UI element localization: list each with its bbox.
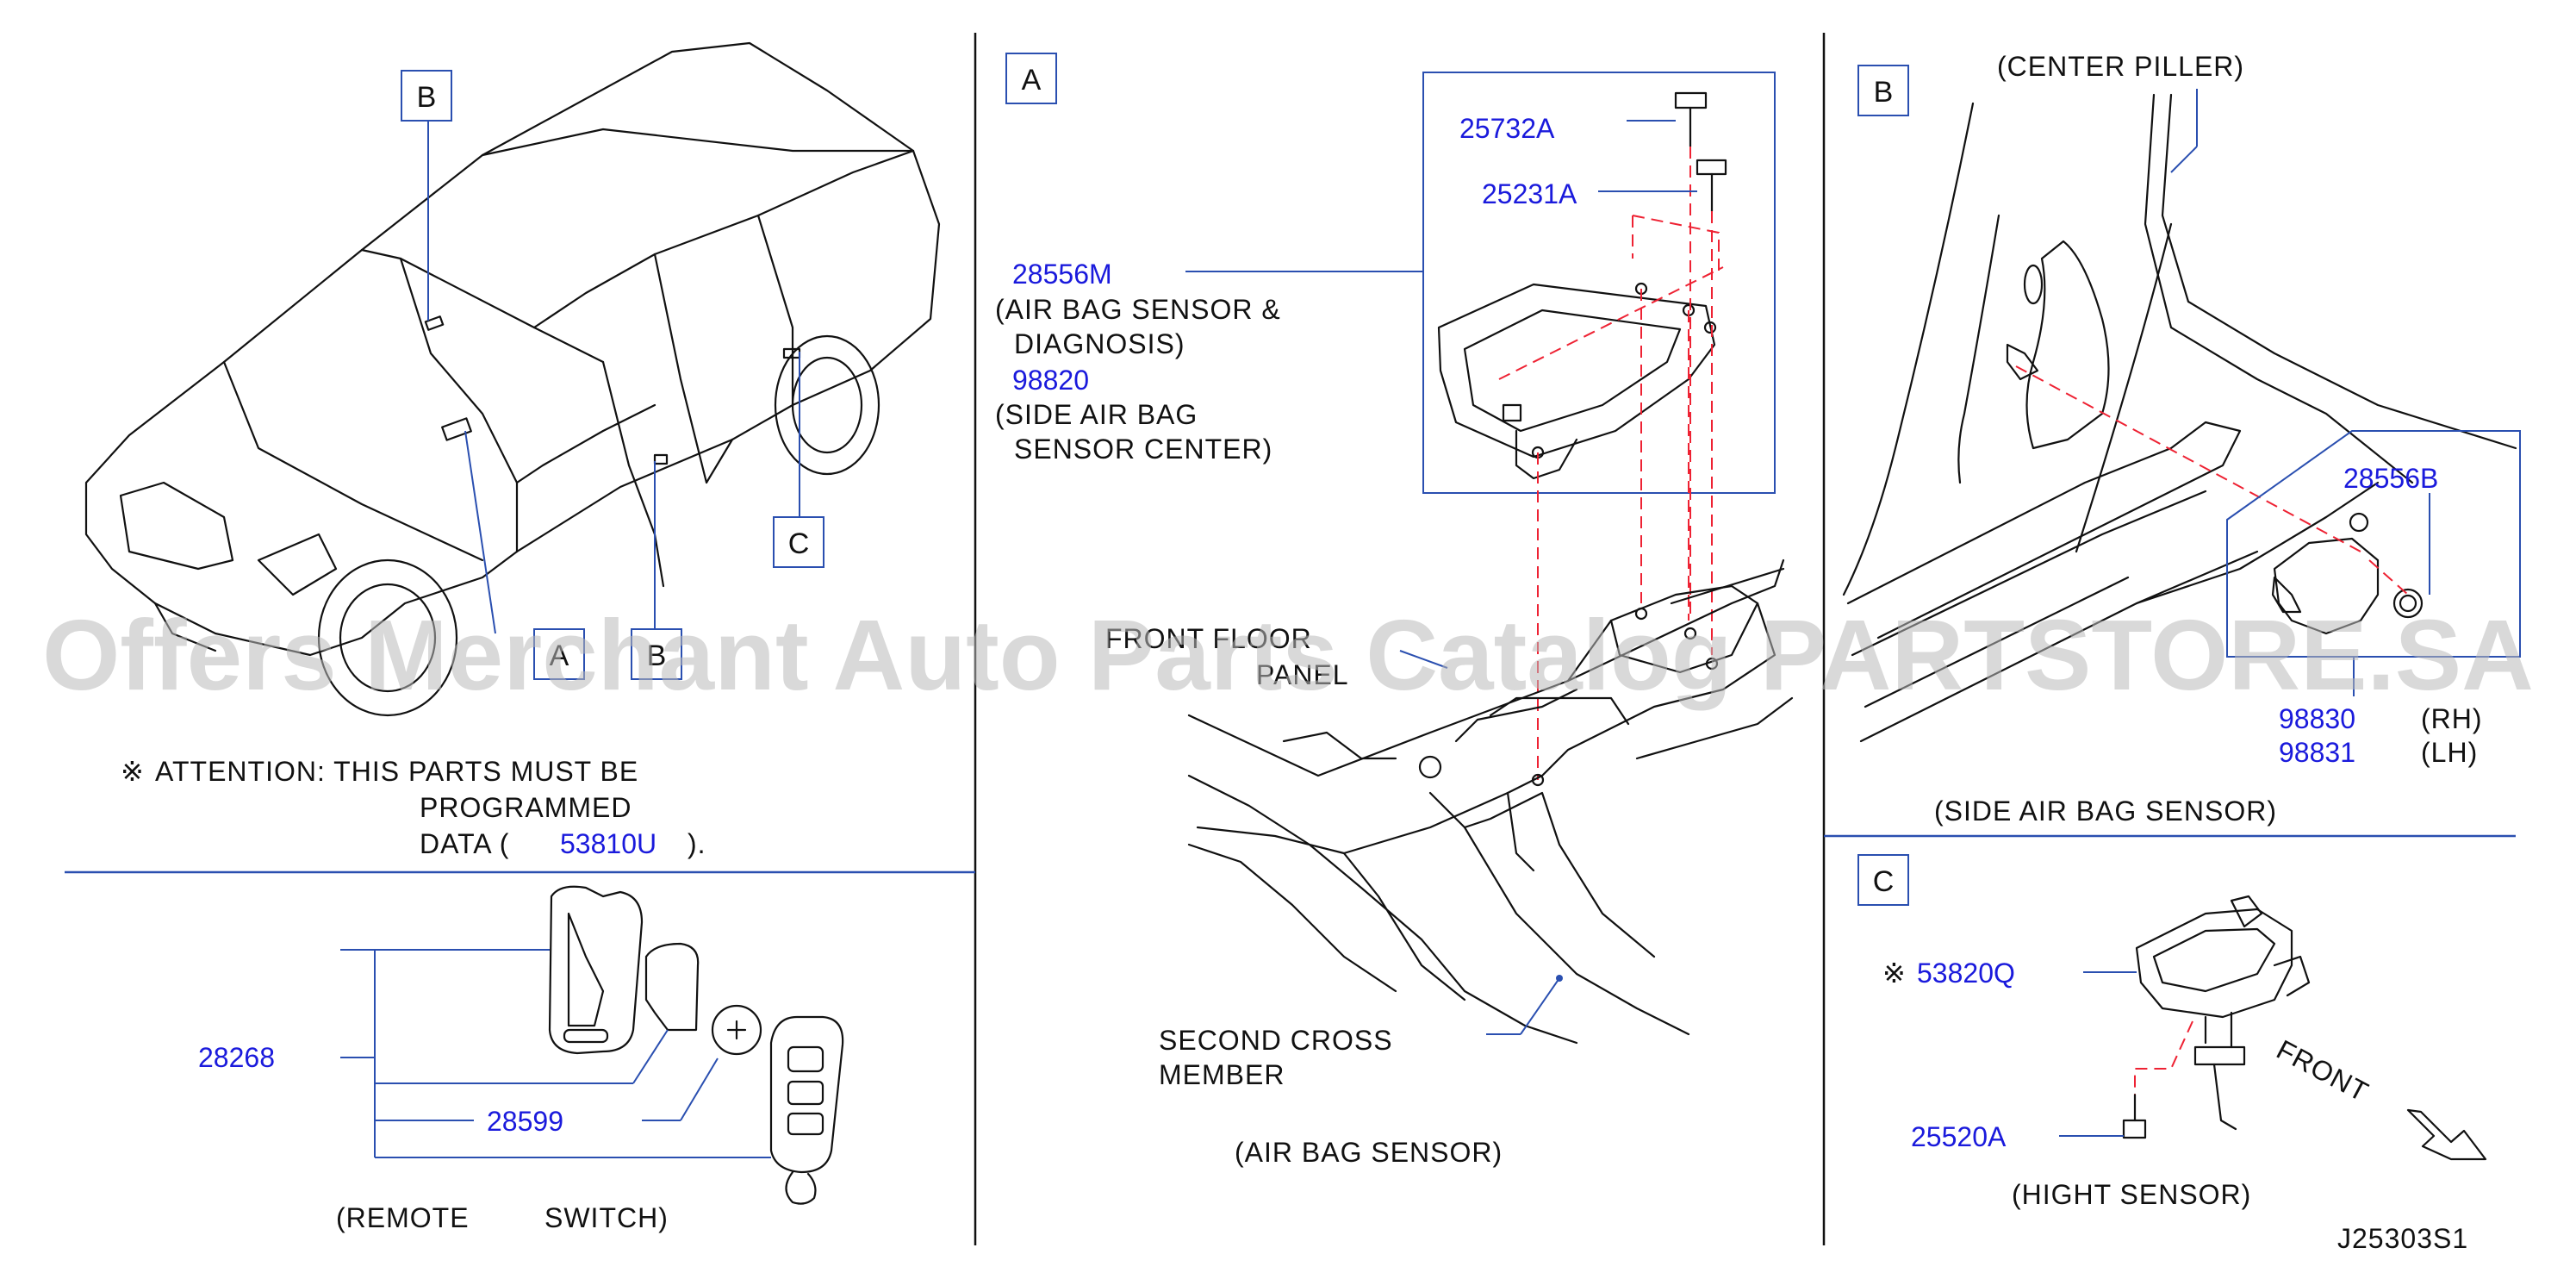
- diagram-id: J25303S1: [2337, 1223, 2468, 1254]
- part-98820-desc1: (SIDE AIR BAG: [995, 399, 1198, 430]
- attention-part-53810U[interactable]: 53810U: [560, 828, 656, 859]
- attention-line3-prefix: DATA (: [420, 828, 509, 859]
- remote-switch-caption-left: (REMOTE: [336, 1202, 470, 1233]
- rh-label: (RH): [2421, 703, 2483, 734]
- section-a-sensor-module: [1437, 282, 1717, 480]
- vehicle-illustration: [84, 41, 941, 717]
- section-a-letter-box: A: [1005, 53, 1057, 104]
- section-b-leaders: [2170, 89, 2430, 696]
- attention-line1: ATTENTION: THIS PARTS MUST BE: [155, 756, 638, 787]
- center-pillar-label: (CENTER PILLER): [1997, 51, 2244, 82]
- section-a-bolts: [1674, 91, 1727, 213]
- vehicle-callout-b-bottom: B: [631, 628, 682, 680]
- part-98820[interactable]: 98820: [1012, 365, 1089, 396]
- part-28556B[interactable]: 28556B: [2343, 463, 2438, 494]
- vehicle-callout-b-bottom-label: B: [647, 640, 667, 672]
- section-c-dashed-lines: [2134, 1020, 2193, 1095]
- section-c-letter-box: C: [1857, 854, 1909, 906]
- vehicle-callout-a: A: [533, 628, 585, 680]
- section-c-leaders: [2059, 971, 2137, 1137]
- vehicle-callout-b-top-label: B: [417, 81, 437, 114]
- section-a-caption: (AIR BAG SENSOR): [1235, 1137, 1503, 1168]
- part-28556M-desc2: DIAGNOSIS): [1014, 328, 1185, 359]
- remote-switch-leaders: [340, 949, 771, 1158]
- part-28556M-desc1: (AIR BAG SENSOR &: [995, 294, 1281, 325]
- section-a-detail-box: [1422, 72, 1776, 494]
- front-arrow-icon: [2406, 1108, 2487, 1161]
- vehicle-callout-a-label: A: [550, 640, 569, 672]
- panel-dividers: [974, 33, 2516, 1245]
- vehicle-callout-c-label: C: [788, 527, 810, 560]
- center-pillar-illustration: [1842, 93, 2517, 743]
- part-25520A[interactable]: 25520A: [1911, 1121, 2007, 1152]
- part-98830[interactable]: 98830: [2279, 703, 2355, 734]
- remote-switch-caption-right: SWITCH): [544, 1202, 669, 1233]
- height-sensor-illustration: [2122, 895, 2311, 1139]
- cross-member-dot: [1556, 975, 1563, 982]
- second-cross-label-1: SECOND CROSS: [1159, 1025, 1393, 1056]
- part-98820-desc2: SENSOR CENTER): [1014, 434, 1272, 465]
- attention-symbol: ※: [121, 756, 145, 787]
- front-label: FRONT: [2272, 1033, 2374, 1107]
- vehicle-callout-lines: [427, 121, 800, 634]
- section-b-letter-box: B: [1857, 65, 1909, 116]
- part-53820Q[interactable]: 53820Q: [1917, 958, 2015, 989]
- section-b-sensor: [2271, 512, 2424, 635]
- section-c-caption: (HIGHT SENSOR): [2012, 1179, 2251, 1210]
- section-b-caption: (SIDE AIR BAG SENSOR): [1934, 795, 2277, 827]
- part-25231A[interactable]: 25231A: [1482, 178, 1577, 209]
- section-b-detail-frame: [2226, 430, 2521, 658]
- part-25732A[interactable]: 25732A: [1459, 113, 1555, 144]
- part-28556M[interactable]: 28556M: [1012, 259, 1112, 290]
- vehicle-callout-b-top: B: [401, 70, 452, 122]
- section-b-dashed-lines: [2015, 365, 2409, 596]
- part-98831[interactable]: 98831: [2279, 737, 2355, 768]
- section-a-letter: A: [1022, 64, 1042, 97]
- vehicle-callout-c: C: [773, 516, 824, 568]
- section-c-letter: C: [1873, 865, 1895, 898]
- lh-label: (LH): [2421, 737, 2478, 768]
- part-28599[interactable]: 28599: [487, 1106, 563, 1137]
- section-a-leaders: [1185, 120, 1697, 1035]
- attention-line3-suffix: ).: [688, 828, 706, 859]
- floor-panel-illustration: [1187, 558, 1794, 1045]
- front-floor-label-1: FRONT FLOOR: [1105, 623, 1312, 654]
- section-a-dashed-lines: [1498, 147, 1724, 780]
- second-cross-label-2: MEMBER: [1159, 1059, 1285, 1090]
- watermark: Offers Merchant Auto Parts Catalog PARTS…: [42, 599, 2534, 711]
- section-b-letter: B: [1874, 76, 1894, 109]
- remote-switch-illustration: [548, 885, 844, 1205]
- attention-line2: PROGRAMMED: [420, 792, 632, 823]
- front-floor-label-2: PANEL: [1256, 659, 1349, 690]
- part-28268[interactable]: 28268: [198, 1042, 275, 1073]
- section-c-symbol: ※: [1882, 958, 1907, 989]
